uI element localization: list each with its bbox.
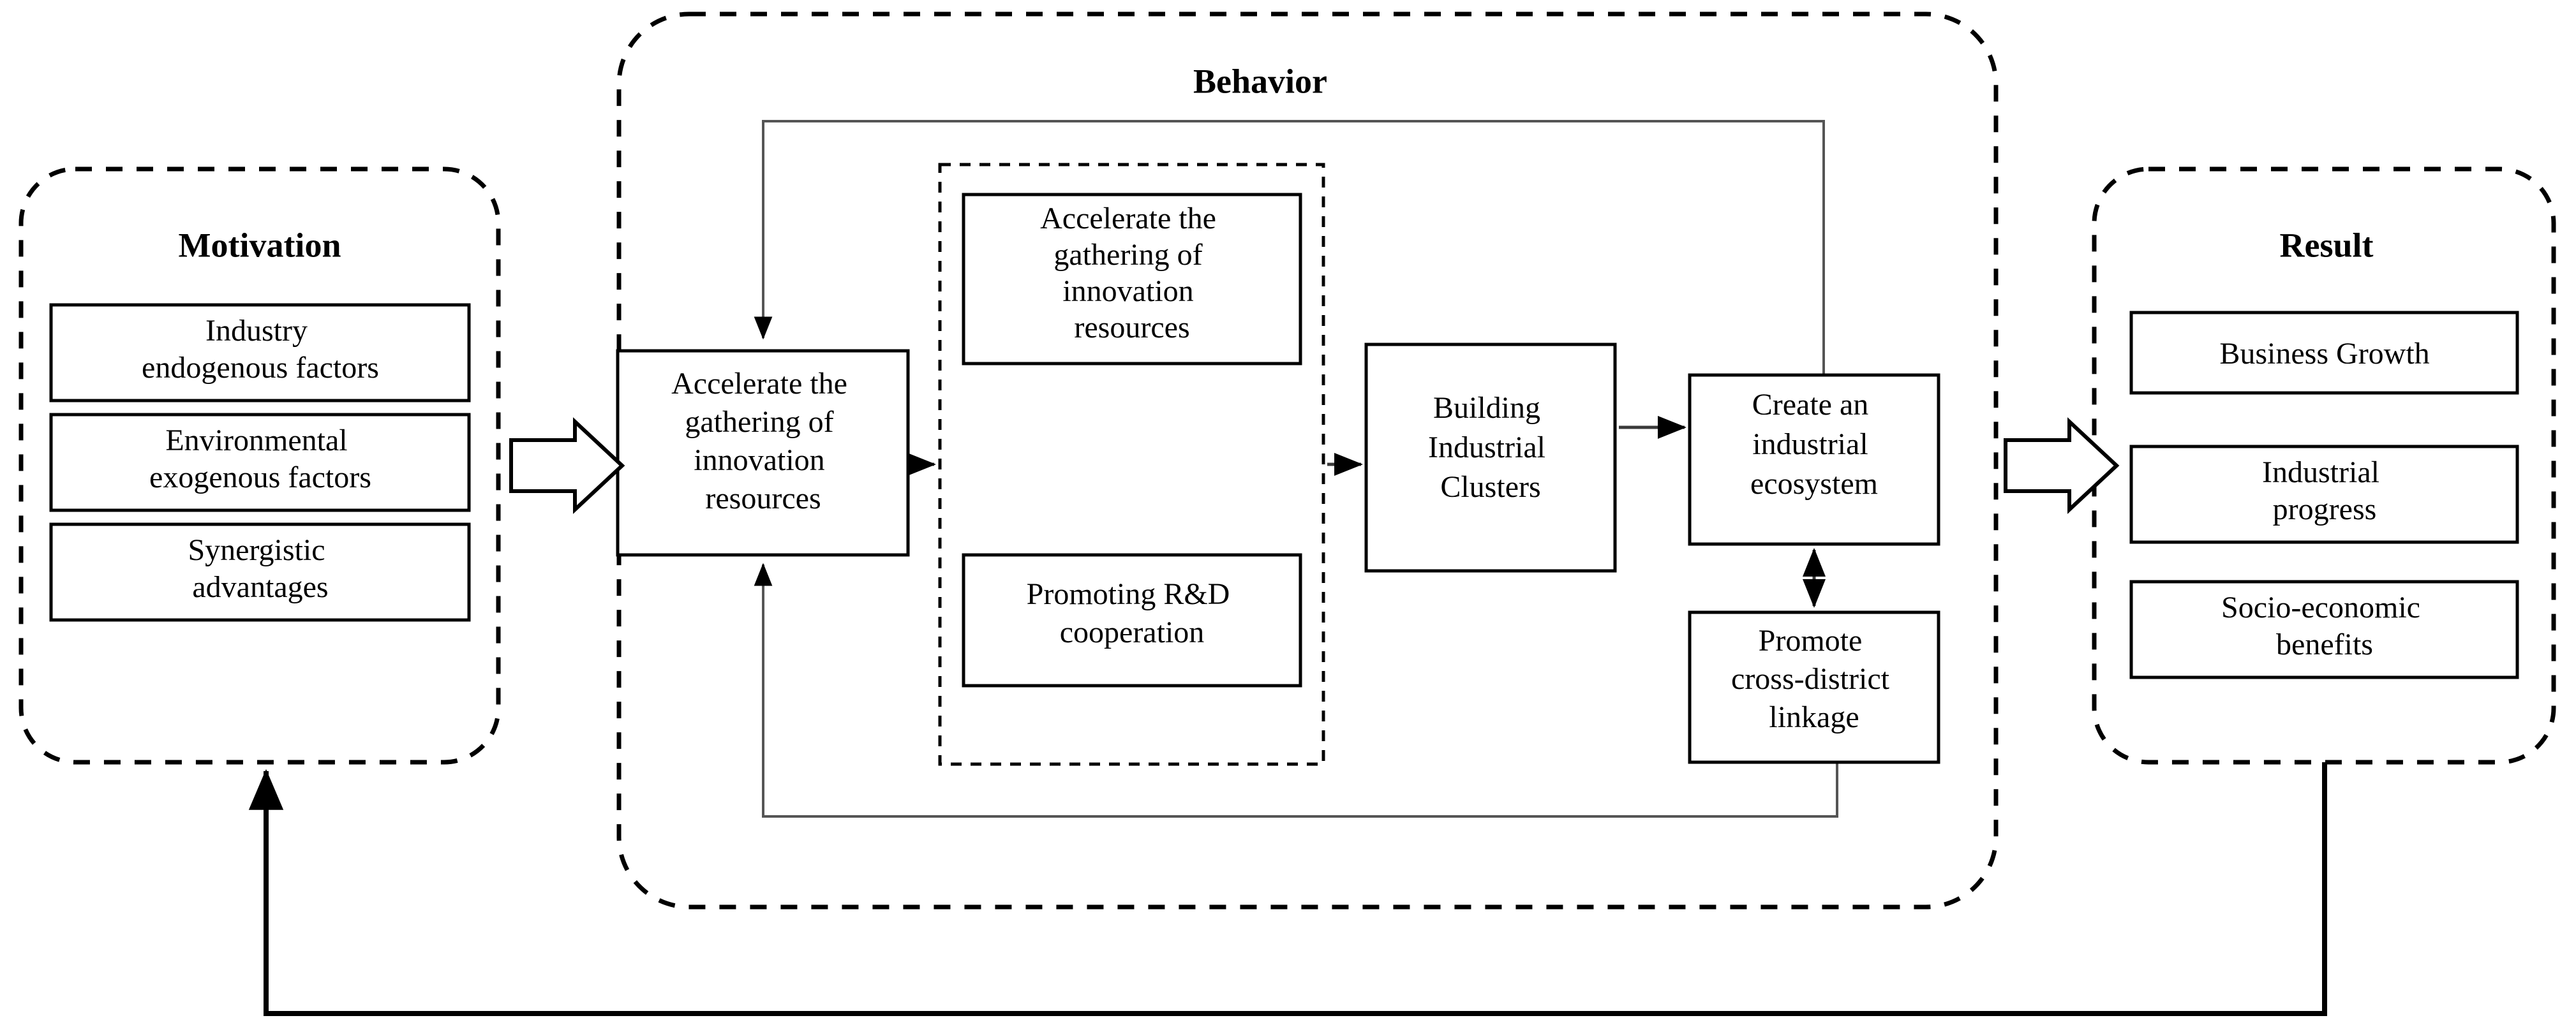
node-rnd-cooperation[interactable] — [962, 553, 1302, 688]
motivation-item-box-2[interactable] — [49, 522, 471, 622]
result-item-box-1[interactable] — [2129, 445, 2519, 544]
behavior-inner-group — [938, 163, 1325, 766]
result-item-label-0: Business Growth — [2219, 337, 2429, 371]
node-cross-district-linkage-label: Promote cross-district linkage — [1731, 624, 1897, 734]
node-building-clusters[interactable] — [1364, 343, 1617, 573]
result-item-label-2: Socio-economic benefits — [2221, 591, 2428, 661]
motivation-panel — [19, 166, 501, 765]
block-arrow-behavior-to-result — [2004, 417, 2120, 514]
feedback-result-to-motivation — [248, 762, 2327, 1016]
node-building-clusters-label: Building Industrial Clusters — [1428, 391, 1553, 504]
motivation-item-box-1[interactable] — [49, 413, 471, 512]
result-item-box-2[interactable] — [2129, 580, 2519, 679]
result-item-label-1: Industrial progress — [2262, 455, 2387, 526]
motivation-item-box-0[interactable] — [49, 303, 471, 402]
motivation-item-label-0: Industry endogenous factors — [142, 314, 379, 385]
node-accelerate-inner-label: Accelerate the gathering of innovation r… — [1040, 202, 1224, 344]
result-panel — [2092, 166, 2556, 765]
node-accelerate-main-label: Accelerate the gathering of innovation r… — [671, 367, 855, 515]
block-arrow-motivation-to-behavior — [509, 417, 625, 514]
node-cross-district-linkage[interactable] — [1688, 610, 1940, 764]
linkage-feedback-bottom-path — [754, 563, 1838, 818]
node-rnd-cooperation-label: Promoting R&D cooperation — [1027, 577, 1238, 649]
node-create-ecosystem-label: Create an industrial ecosystem — [1750, 388, 1878, 501]
ecosystem-feedback-top-path — [754, 120, 1825, 375]
result-item-box-0[interactable] — [2129, 311, 2519, 395]
result-panel-title: Result — [2280, 226, 2374, 264]
behavior-panel-title: Behavior — [1193, 62, 1327, 100]
motivation-panel-title: Motivation — [179, 226, 341, 264]
node-create-ecosystem[interactable] — [1688, 373, 1940, 546]
motivation-item-label-1: Environmental exogenous factors — [149, 424, 371, 494]
motivation-item-label-2: Synergistic advantages — [188, 533, 332, 604]
node-accelerate-inner[interactable] — [962, 193, 1302, 365]
